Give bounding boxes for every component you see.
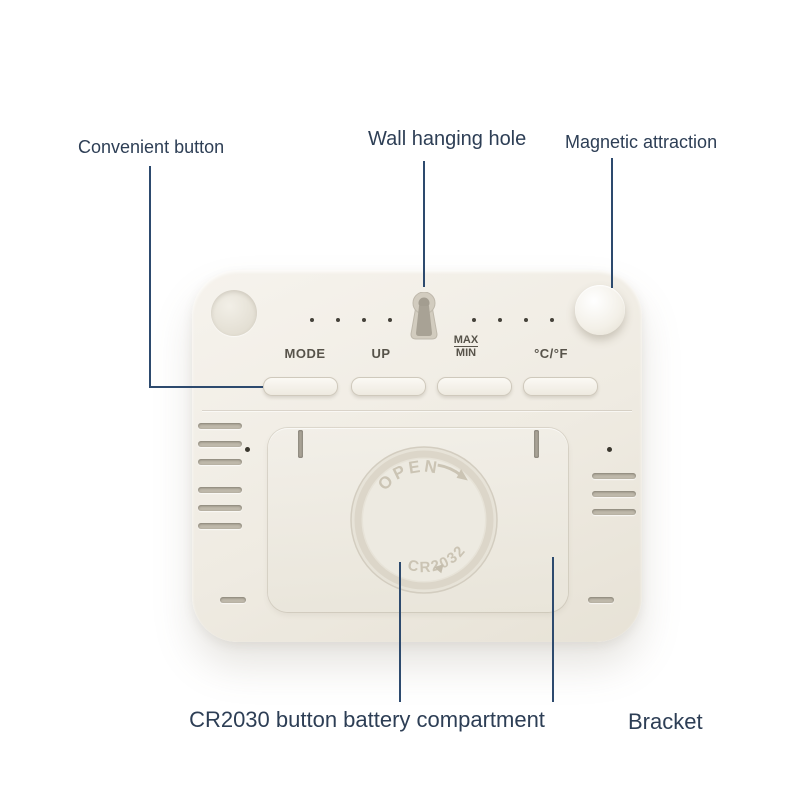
vent-dot (362, 318, 366, 322)
wall-hanging-hole-icon (410, 292, 438, 340)
max-label: MAX (453, 334, 479, 347)
alignment-marker-icon (434, 564, 444, 574)
callout-wall-hanging-hole: Wall hanging hole (368, 128, 527, 150)
vent-slot (198, 441, 242, 447)
mode-button (263, 377, 338, 396)
case-seam-line (202, 410, 632, 411)
open-arrow-head-icon (456, 469, 468, 481)
stand-notch (298, 430, 303, 458)
callout-magnetic-attraction: Magnetic attraction (565, 132, 718, 152)
leader-line-convenient-horizontal (149, 386, 263, 388)
vent-slot (588, 597, 614, 603)
vent-dot (336, 318, 340, 322)
vent-slot (198, 487, 242, 493)
leader-line-wall-hanging (423, 161, 425, 287)
device-back-panel: MODE UP MAX MIN °C/°F (192, 270, 642, 642)
temp-unit-button (523, 377, 598, 396)
vent-dot (388, 318, 392, 322)
temp-unit-button-label: °C/°F (534, 346, 568, 361)
magnet-circle (575, 285, 625, 335)
leader-line-battery (399, 562, 401, 702)
vent-slot (592, 473, 636, 479)
leader-line-convenient-vertical (149, 166, 151, 388)
maxmin-button-label: MAX MIN (434, 334, 498, 359)
vent-slot (198, 423, 242, 429)
maxmin-button (437, 377, 512, 396)
vent-dot (498, 318, 502, 322)
vent-dot (550, 318, 554, 322)
vent-dot (472, 318, 476, 322)
vent-dot (524, 318, 528, 322)
callout-battery-compartment: CR2030 button battery compartment (189, 707, 545, 732)
screw-dot (245, 447, 250, 452)
vent-dot (310, 318, 314, 322)
leader-line-magnetic (611, 158, 613, 288)
battery-compartment-cover: OPEN CR2032 (350, 446, 498, 594)
vent-slot (592, 491, 636, 497)
up-button-label: UP (371, 346, 391, 361)
screw-dot (607, 447, 612, 452)
vent-slot (220, 597, 246, 603)
mode-button-label: MODE (284, 346, 326, 361)
min-label: MIN (455, 347, 477, 359)
vent-slot (198, 459, 242, 465)
stand-notch (534, 430, 539, 458)
callout-convenient-button: Convenient button (78, 137, 225, 157)
vent-slot (198, 505, 242, 511)
leader-line-bracket (552, 557, 554, 702)
vent-slot (592, 509, 636, 515)
up-button (351, 377, 426, 396)
corner-button-circle (211, 290, 257, 336)
callout-bracket: Bracket (628, 709, 703, 734)
vent-slot (198, 523, 242, 529)
